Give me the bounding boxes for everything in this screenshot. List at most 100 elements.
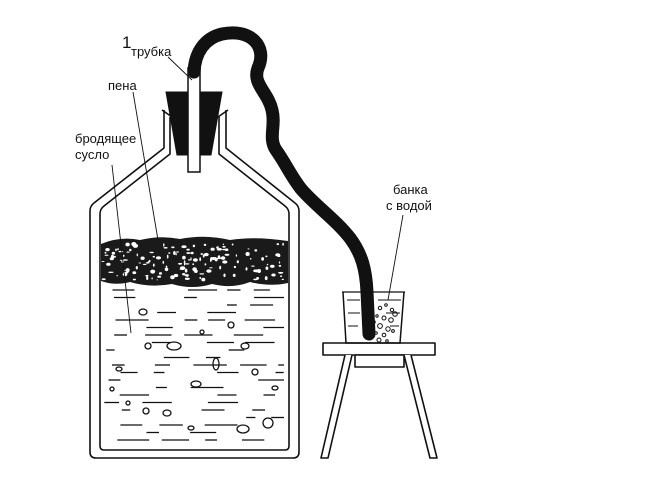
- foam-bubble: [118, 250, 124, 253]
- foam-bubble: [150, 269, 156, 274]
- wort-bubble: [144, 342, 152, 350]
- foam-bubble: [101, 261, 105, 262]
- foam-bubble: [232, 273, 236, 277]
- foam-bubble: [166, 254, 169, 259]
- stand-top: [322, 342, 436, 356]
- foam-bubble: [176, 251, 179, 253]
- foam-bubble: [122, 272, 128, 277]
- wort-bubble: [240, 342, 250, 350]
- foam-bubble: [104, 251, 107, 254]
- foam-bubble: [119, 259, 125, 261]
- wort-bubble: [251, 368, 259, 376]
- foam-bubble: [140, 256, 145, 260]
- foam-bubble: [200, 253, 204, 255]
- foam-bubble: [111, 251, 116, 255]
- foam-bubble: [251, 265, 255, 267]
- foam-bubble: [179, 268, 185, 270]
- foam-bubble: [145, 262, 150, 264]
- foam-bubble: [192, 244, 196, 248]
- label-jar-line1: банка: [393, 182, 429, 197]
- foam-bubble: [164, 267, 169, 272]
- foam-bubble: [222, 248, 227, 251]
- jar-bubble: [385, 326, 391, 332]
- jar-bubble: [389, 307, 395, 313]
- foam-bubble: [235, 254, 238, 257]
- foam-bubble: [214, 257, 218, 262]
- foam-bubble: [158, 272, 163, 275]
- label-foam: пена: [108, 78, 137, 93]
- foam-bubble: [281, 278, 284, 280]
- foam-bubble: [163, 243, 165, 247]
- foam-bubble: [138, 262, 142, 264]
- foam-bubble: [278, 261, 281, 264]
- wort-bubble: [125, 400, 131, 406]
- foam-bubble: [270, 264, 275, 268]
- foam-bubble: [249, 258, 252, 260]
- foam-bubble: [222, 245, 226, 248]
- foam-bubble: [151, 277, 153, 280]
- jar-bubble: [381, 332, 387, 338]
- foam-bubble: [105, 248, 110, 252]
- foam-bubble: [199, 273, 205, 275]
- foam-bubble: [282, 242, 284, 246]
- foam-bubble: [155, 256, 162, 260]
- foam-bubble: [209, 267, 213, 269]
- foam-bubble: [217, 257, 223, 259]
- jar-bubbles: [372, 303, 398, 343]
- stand-right-leg: [403, 354, 438, 459]
- foam-bubble: [125, 268, 130, 273]
- label-tube: трубка: [131, 44, 172, 59]
- foam-bubble: [149, 251, 154, 254]
- foam-bubble: [178, 262, 183, 265]
- foam-bubble: [187, 259, 191, 261]
- foam-bubble: [236, 260, 239, 264]
- foam-bubble: [116, 275, 118, 277]
- foam-bubble: [171, 246, 175, 249]
- foam-bubble: [163, 247, 168, 249]
- foam-bubble: [210, 257, 212, 262]
- foam-bubble: [265, 266, 269, 270]
- foam-bubble: [146, 276, 149, 280]
- jar-bubble: [384, 303, 388, 307]
- foam-bubble: [184, 277, 190, 280]
- foam-bubble: [184, 263, 190, 265]
- foam-bubble: [216, 248, 222, 251]
- foam-bubble: [210, 247, 215, 251]
- wort-bubble: [212, 357, 220, 371]
- foam-bubble: [173, 273, 179, 278]
- jar-bubble: [376, 337, 382, 343]
- foam-bubble: [106, 262, 111, 266]
- stand-crossbar: [354, 354, 405, 368]
- foam-bubble: [231, 243, 234, 246]
- foam-bubble: [278, 271, 284, 274]
- wort-bubble: [262, 417, 274, 429]
- label-wort-line2: сусло: [75, 147, 109, 162]
- foam-bubble: [182, 255, 186, 260]
- foam-bubble: [132, 278, 136, 281]
- glass-tube: [187, 67, 201, 173]
- foam-bubble: [181, 245, 187, 249]
- foam-bubble: [132, 271, 137, 275]
- foam-bubble: [135, 266, 138, 270]
- foam-bubble: [220, 256, 226, 260]
- bottle-outer-wall: [89, 110, 300, 459]
- jar-bubble: [392, 311, 398, 317]
- foam-bubble: [131, 242, 137, 247]
- foam-bubble: [245, 267, 248, 271]
- foam-bubble: [170, 275, 175, 280]
- foam-bubble: [122, 254, 125, 257]
- bottle-inner-wall: [99, 117, 290, 451]
- jar-bubble: [391, 329, 395, 333]
- foam-bubble: [104, 254, 109, 256]
- wort-bubble: [138, 308, 148, 316]
- foam-bubble: [145, 274, 149, 277]
- foam-bubble: [278, 264, 282, 267]
- foam-bubble: [136, 253, 138, 257]
- foam-bubble: [264, 276, 268, 281]
- pointer-lines: [111, 56, 404, 334]
- jar-pointer: [387, 214, 404, 301]
- label-jar-line2: с водой: [386, 198, 432, 213]
- fermentation-bottle: [89, 109, 300, 459]
